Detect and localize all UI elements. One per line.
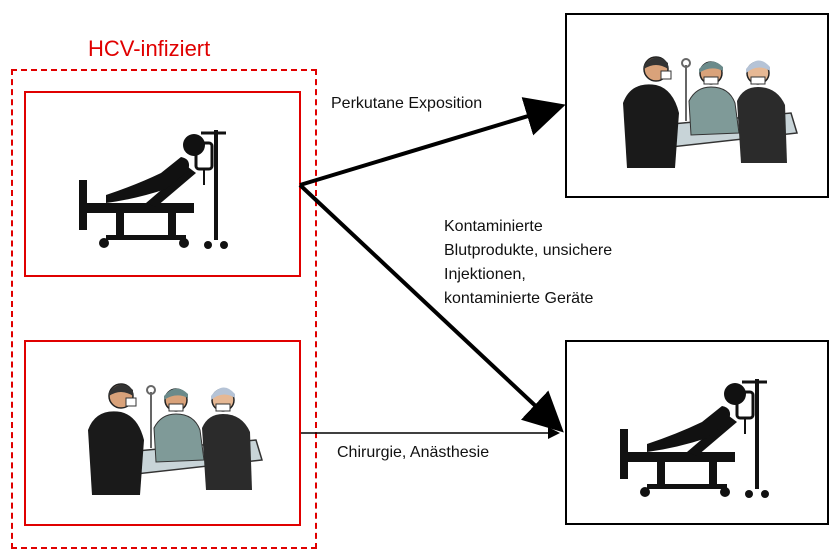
label-contaminated: Kontaminierte Blutprodukte, unsichere In… <box>444 218 613 307</box>
patient-in-bed-icon <box>76 125 246 250</box>
surgical-team-icon <box>601 43 801 173</box>
source-patient-box <box>24 91 301 277</box>
label-percutaneous: Perkutane Exposition <box>331 95 483 112</box>
source-surgery-box <box>24 340 301 526</box>
target-patient-box <box>565 340 829 525</box>
arrow-percutaneous <box>299 97 566 187</box>
surgical-team-icon <box>66 370 266 500</box>
target-surgery-box <box>565 13 829 198</box>
patient-in-bed-icon <box>617 374 787 499</box>
label-surgery: Chirurgie, Anästhesie <box>337 444 490 461</box>
infected-group-title: HCV-infiziert <box>88 36 211 61</box>
